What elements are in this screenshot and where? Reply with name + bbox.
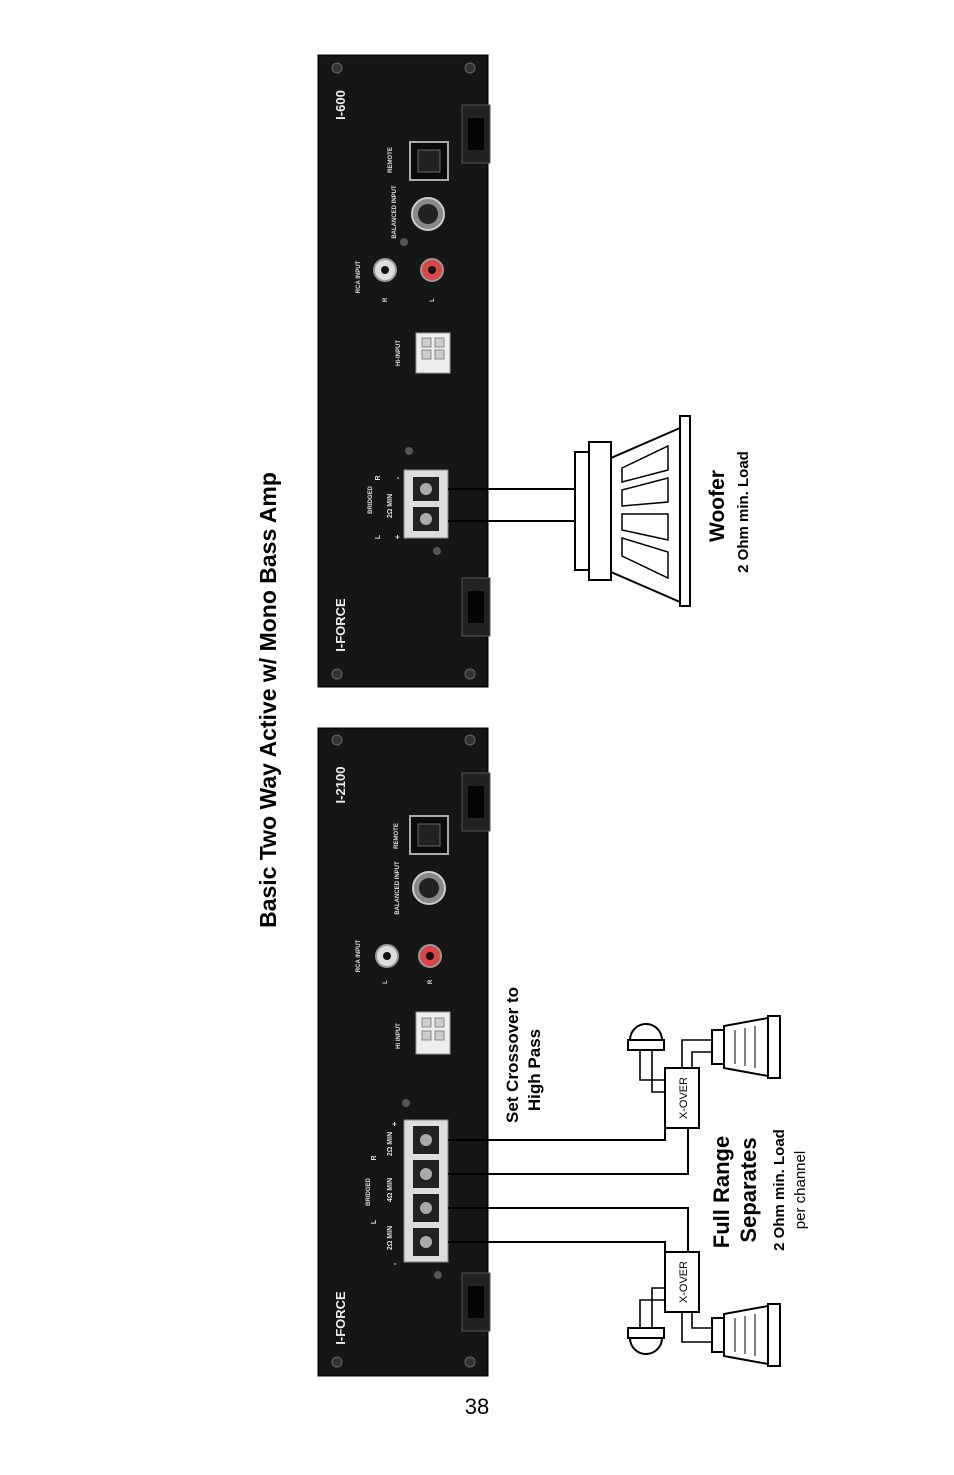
crossover-box-top: [664, 1067, 700, 1129]
amp-model-label: I-600: [333, 90, 348, 120]
woofer-spec: 2 Ohm min. Load: [735, 451, 752, 573]
rca-right-label: R: [428, 979, 434, 984]
terminal-plus-label: +: [390, 1121, 399, 1126]
midrange-top-icon: [711, 1015, 781, 1079]
amp-model-label: I-2100: [333, 767, 348, 804]
hi-input-label: HI INPUT: [396, 1023, 402, 1049]
rca-left-label: L: [383, 980, 389, 984]
crossover-box-bottom: [664, 1251, 700, 1313]
screw-icon: [464, 734, 476, 746]
diagram-title: Basic Two Way Active w/ Mono Bass Amp: [255, 472, 281, 928]
terminal-load-label: 2Ω MIN: [387, 494, 394, 518]
terminal-left-label: L: [371, 1219, 378, 1224]
remote-label: REMOTE: [394, 823, 400, 849]
woofer-speaker-icon: [574, 415, 691, 607]
load-bridged-label: 4Ω MIN: [387, 1178, 394, 1202]
load-left-label: 2Ω MIN: [387, 1226, 394, 1250]
separates-spec-line1: 2 Ohm min. Load: [771, 1129, 788, 1251]
screw-icon: [331, 62, 343, 74]
remote-label: REMOTE: [388, 147, 394, 173]
rca-right-label: R: [383, 297, 389, 302]
amp-i600: I-600 REMOTE BALANCED INPUT RCA INPUT R …: [317, 54, 491, 688]
screw-icon: [464, 62, 476, 74]
crossover-label-top: X-OVER: [678, 1077, 690, 1119]
brand-label: I-FORCE: [333, 598, 348, 652]
brand-label: I-FORCE: [333, 1291, 348, 1345]
screw-icon: [464, 668, 476, 680]
screw-icon: [331, 734, 343, 746]
woofer-title: Woofer: [706, 470, 729, 542]
crossover-label-bottom: X-OVER: [678, 1261, 690, 1303]
screw-icon: [464, 1356, 476, 1368]
separates-title-line2: Separates: [736, 1137, 761, 1242]
terminal-plus-label: +: [393, 534, 402, 539]
screw-icon: [331, 668, 343, 680]
hi-input-connector-icon: [415, 1011, 451, 1055]
hi-input-label: HI-INPUT: [396, 340, 402, 366]
terminal-minus-label: -: [393, 476, 402, 479]
crossover-note-line2: High Pass: [525, 1029, 544, 1111]
hi-input-connector-icon: [415, 332, 451, 374]
tweeter-bottom-icon: [627, 1327, 665, 1355]
rca-left-label: L: [430, 298, 436, 302]
crossover-note-line1: Set Crossover to: [503, 987, 522, 1123]
terminal-minus-label: -: [390, 1262, 399, 1265]
terminal-right-label: R: [375, 475, 382, 480]
bridged-label: BRIDGED: [366, 1178, 372, 1206]
midrange-bottom-icon: [711, 1303, 781, 1367]
balanced-input-label: BALANCED INPUT: [392, 185, 398, 239]
separates-spec-line2: per channel: [792, 1151, 809, 1229]
load-right-label: 2Ω MIN: [387, 1132, 394, 1156]
page-number: 38: [464, 1394, 490, 1419]
terminal-left-label: L: [375, 534, 382, 539]
rca-input-label: RCA INPUT: [356, 939, 362, 972]
speaker-wires: [448, 1128, 689, 1252]
terminal-right-label: R: [371, 1155, 378, 1160]
tweeter-top-icon: [627, 1023, 665, 1051]
balanced-input-label: BALANCED INPUT: [395, 861, 401, 915]
screw-icon: [331, 1356, 343, 1368]
separates-title-line1: Full Range: [709, 1136, 734, 1248]
bridged-label: BRIDGED: [368, 486, 374, 514]
rca-input-label: RCA INPUT: [356, 260, 362, 293]
amp-i2100: I-2100 REMOTE BALANCED INPUT RCA INPUT L…: [317, 727, 491, 1377]
